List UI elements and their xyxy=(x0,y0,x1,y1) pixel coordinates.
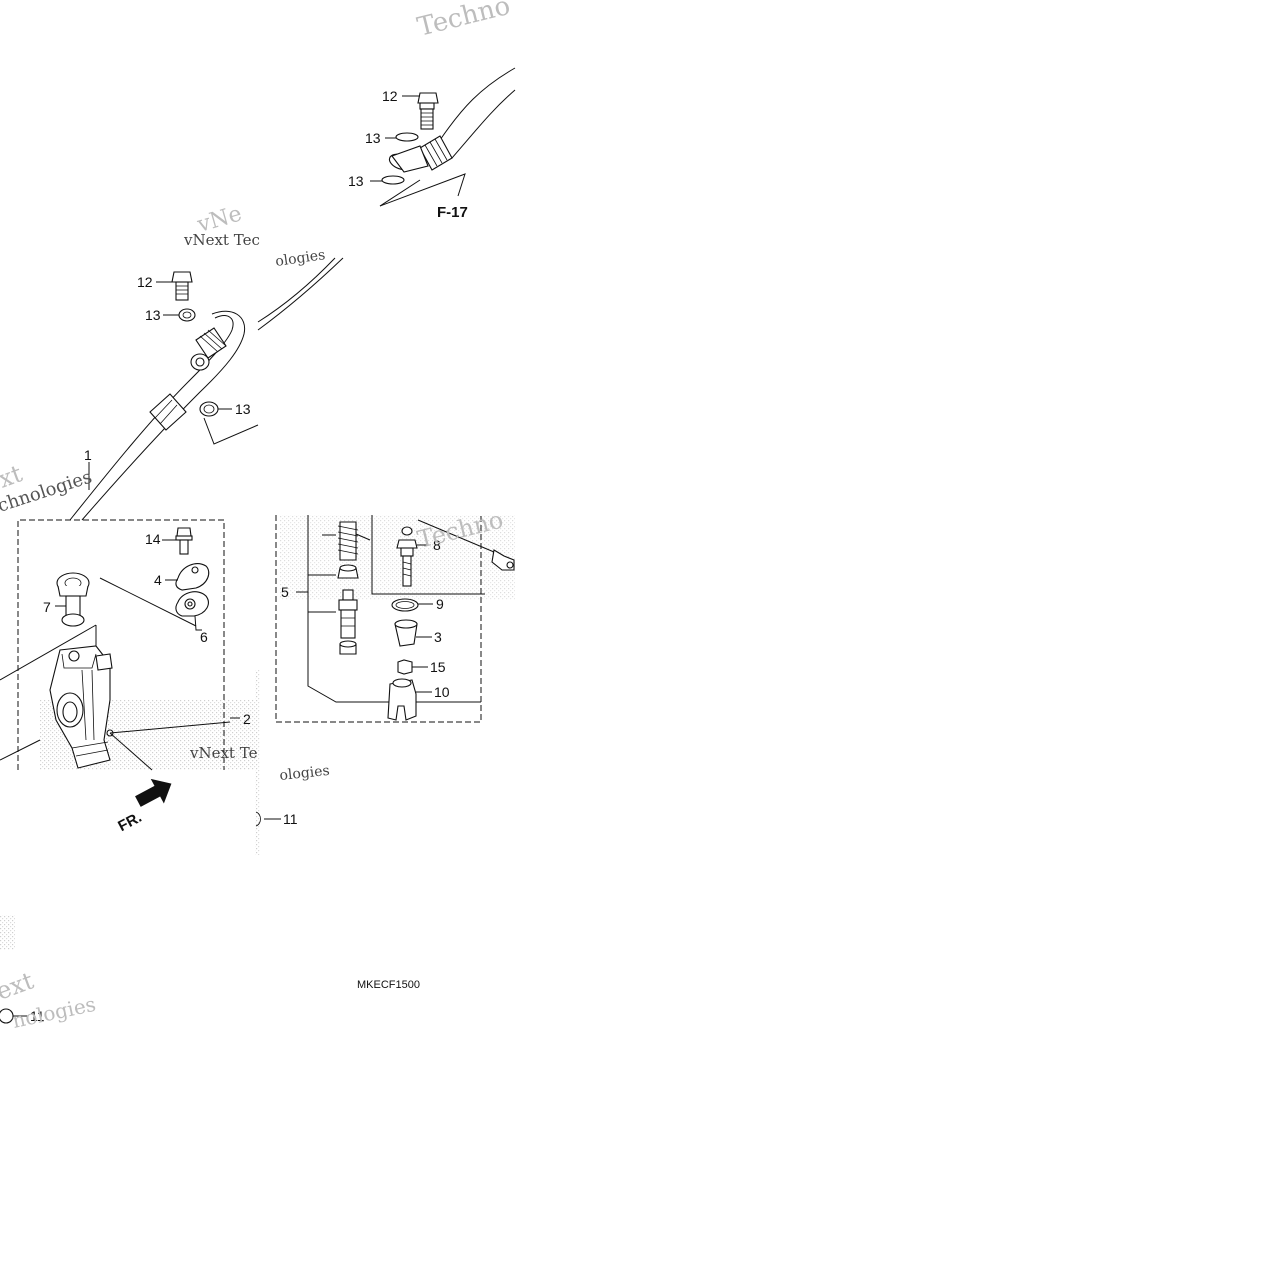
callout-15: 15 xyxy=(430,659,446,675)
master-cylinder-box xyxy=(0,519,240,771)
front-label: FR. xyxy=(115,809,144,835)
callout-13-top-b: 13 xyxy=(348,173,364,189)
watermark-ext: ext xyxy=(0,966,38,1005)
callout-11-b: 11 xyxy=(30,1008,45,1024)
watermark-techno-top: Techno xyxy=(414,0,513,43)
callout-4: 4 xyxy=(154,572,162,588)
stipple-shading xyxy=(0,515,515,950)
callout-2: 2 xyxy=(243,711,251,727)
front-arrow xyxy=(135,778,172,807)
callout-7: 7 xyxy=(43,599,51,615)
callout-8: 8 xyxy=(433,537,441,553)
callout-1: 1 xyxy=(84,447,92,463)
watermark-nologies: nologies xyxy=(10,992,98,1033)
callout-13-mid-a: 13 xyxy=(145,307,161,323)
callout-12-mid: 12 xyxy=(137,274,153,290)
reference-f17: F-17 xyxy=(437,204,468,221)
callout-6: 6 xyxy=(200,629,208,645)
upper-hose-assembly xyxy=(370,67,516,207)
callout-13-mid-b: 13 xyxy=(235,401,251,417)
piston-kit-box xyxy=(275,515,515,723)
callout-13-top-a: 13 xyxy=(365,130,381,146)
callout-14: 14 xyxy=(145,531,161,547)
diagram-code: MKECF1500 xyxy=(357,979,420,991)
callout-3: 3 xyxy=(434,629,442,645)
lower-hose-assembly xyxy=(69,257,344,521)
watermark-ologies-low: ologies xyxy=(279,763,331,784)
grommet-11-parts xyxy=(0,811,281,1024)
callout-11-a: 11 xyxy=(283,811,298,827)
callout-5: 5 xyxy=(281,584,289,600)
watermark-vnext-low: vNext Te xyxy=(189,744,258,762)
watermark-vnext-mid: vNext Tec xyxy=(183,231,260,249)
callout-9: 9 xyxy=(436,596,444,612)
callout-12-top: 12 xyxy=(382,88,398,104)
callout-10: 10 xyxy=(434,684,450,700)
watermark-ologies-mid: ologies xyxy=(274,247,326,270)
